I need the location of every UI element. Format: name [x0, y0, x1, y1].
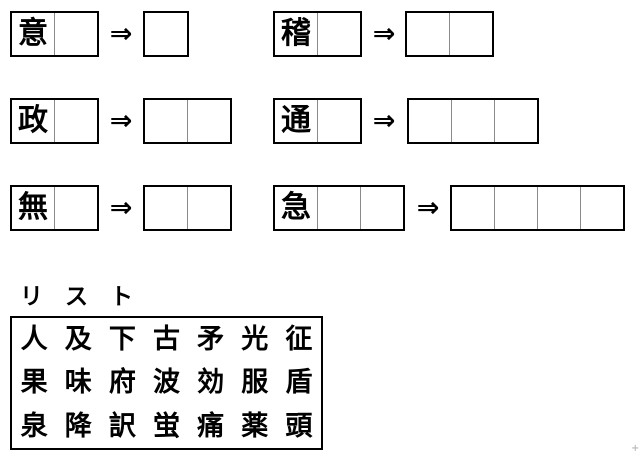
answer-box-2 [405, 11, 494, 57]
list-cell: 蛍 [152, 410, 180, 442]
answer-cell [451, 100, 494, 142]
answer-cell [452, 187, 494, 229]
source-box-6: 急 [273, 185, 405, 231]
answer-box-4 [407, 98, 539, 144]
arrow-icon: ⇒ [416, 192, 440, 224]
source-box-4: 通 [273, 98, 362, 144]
arrow-icon: ⇒ [372, 105, 396, 137]
list-cell: 光 [241, 324, 269, 356]
list-cell: 征 [285, 324, 313, 356]
arrow-icon: ⇒ [109, 192, 133, 224]
blank-cell [317, 100, 360, 142]
list-cell: 薬 [241, 410, 269, 442]
kanji-list-table: 人 及 下 古 矛 光 征 果 味 府 波 効 服 盾 泉 降 訳 蛍 痛 薬 … [10, 316, 323, 450]
list-cell: 人 [20, 324, 48, 356]
kanji-cell: 無 [18, 190, 48, 225]
list-cell: 訳 [108, 410, 136, 442]
list-label: リスト [20, 284, 155, 310]
answer-cell [145, 100, 187, 142]
arrow-icon: ⇒ [109, 105, 133, 137]
blank-cell [360, 187, 403, 229]
list-cell: 矛 [197, 324, 225, 356]
list-cell: 古 [152, 324, 180, 356]
kanji-cell: 稽 [281, 16, 311, 51]
list-cell: 府 [108, 367, 136, 399]
list-cell: 波 [152, 367, 180, 399]
list-cell: 痛 [197, 410, 225, 442]
corner-artifact: + [631, 443, 640, 454]
answer-cell [145, 187, 187, 229]
answer-box-3 [143, 98, 232, 144]
list-cell: 降 [64, 410, 92, 442]
list-cell: 頭 [285, 410, 313, 442]
kanji-cell: 意 [18, 16, 48, 51]
source-box-5: 無 [10, 185, 99, 231]
blank-cell [54, 13, 97, 55]
kanji-cell: 政 [18, 103, 48, 138]
blank-cell [54, 187, 97, 229]
answer-cell [145, 13, 187, 55]
answer-cell [409, 100, 451, 142]
answer-box-6 [450, 185, 625, 231]
answer-cell [580, 187, 623, 229]
arrow-icon: ⇒ [372, 18, 396, 50]
answer-cell [449, 13, 492, 55]
kanji-cell: 急 [281, 190, 311, 225]
source-box-2: 稽 [273, 11, 362, 57]
list-cell: 果 [20, 367, 48, 399]
answer-cell [187, 100, 230, 142]
list-cell: 盾 [285, 367, 313, 399]
answer-cell [537, 187, 580, 229]
answer-box-1 [143, 11, 189, 57]
list-cell: 及 [64, 324, 92, 356]
answer-box-5 [143, 185, 232, 231]
answer-cell [187, 187, 230, 229]
blank-cell [317, 187, 360, 229]
list-cell: 効 [197, 367, 225, 399]
list-cell: 味 [64, 367, 92, 399]
blank-cell [54, 100, 97, 142]
source-box-3: 政 [10, 98, 99, 144]
source-box-1: 意 [10, 11, 99, 57]
answer-cell [407, 13, 449, 55]
blank-cell [317, 13, 360, 55]
answer-cell [494, 187, 537, 229]
list-cell: 泉 [20, 410, 48, 442]
kanji-cell: 通 [281, 103, 311, 138]
arrow-icon: ⇒ [109, 18, 133, 50]
list-cell: 服 [241, 367, 269, 399]
list-cell: 下 [108, 324, 136, 356]
answer-cell [494, 100, 537, 142]
